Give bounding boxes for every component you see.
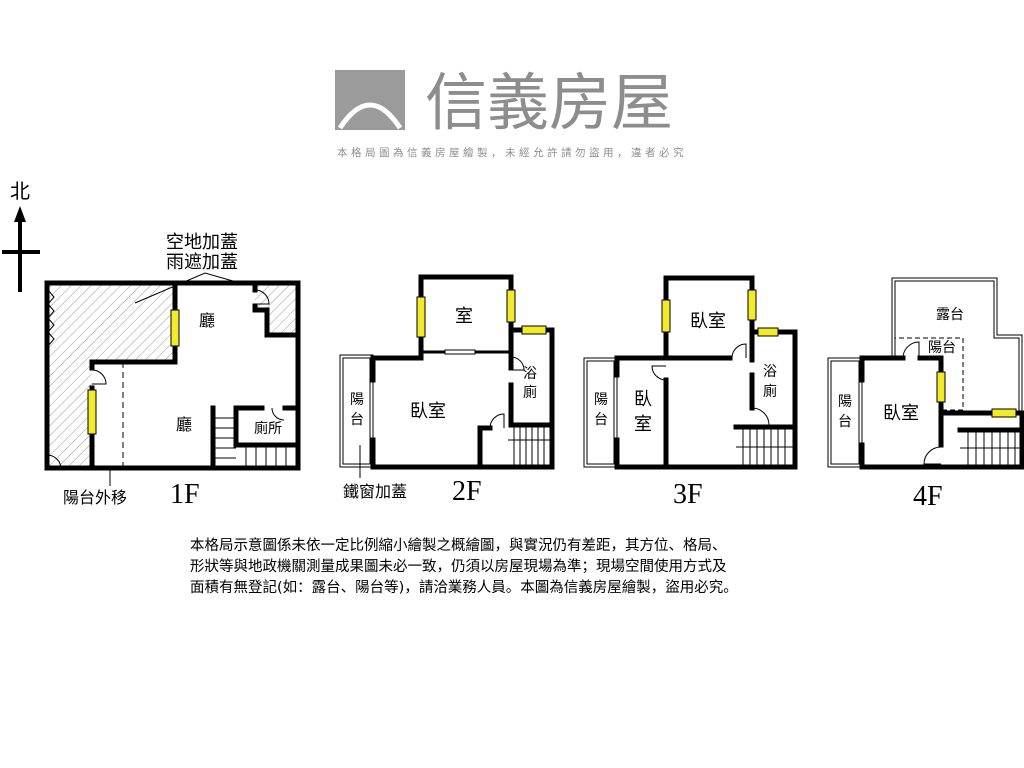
room-label: 陽 — [838, 394, 852, 410]
floor-1f: 廳 廳 廁所 空地加蓋 雨遮加蓋 陽台外移 1F — [44, 232, 301, 510]
window-icon — [416, 296, 426, 338]
folding-window-icon — [47, 289, 55, 347]
door-icon — [46, 454, 62, 469]
room-label: 臥室 — [883, 403, 919, 424]
floor-2f: 室 臥室 浴 廁 陽 台 鐵窗加蓋 2F — [339, 274, 555, 507]
north-arrow-icon: 北 — [2, 179, 40, 292]
stairs-icon — [508, 425, 552, 467]
disclaimer-line: 本格局示意圖係未依一定比例縮小繪製之概繪圖，與實況仍有差距，其方位、格局、 — [190, 538, 727, 554]
room-label: 台 — [594, 412, 608, 428]
annotation-label: 鐵窗加蓋 — [343, 482, 407, 501]
door-icon — [731, 343, 747, 359]
sliding-door-icon — [444, 349, 476, 355]
window-icon — [936, 371, 946, 403]
north-label: 北 — [10, 179, 30, 203]
room-label: 廁所 — [254, 420, 282, 437]
disclaimer-line: 形狀等與地政機關測量成果圖未必一致，仍須以房屋現場為準；現場空間使用方式及 — [190, 559, 727, 575]
stairs-icon — [210, 405, 301, 471]
floor-label: 3F — [673, 479, 703, 510]
stairs-icon — [736, 427, 795, 467]
stairs-icon — [960, 430, 1022, 467]
window-icon — [661, 299, 671, 333]
floor-label: 4F — [913, 481, 943, 512]
room-label: 陽台 — [928, 340, 956, 356]
door-icon — [902, 341, 920, 359]
floor-label: 2F — [452, 476, 482, 507]
window-icon — [991, 408, 1017, 418]
disclaimer: 本格局示意圖係未依一定比例縮小繪製之概繪圖，與實況仍有差距，其方位、格局、 形狀… — [190, 536, 738, 599]
room-label: 室 — [455, 306, 473, 327]
annotation-label: 空地加蓋 — [166, 232, 238, 253]
disclaimer-line: 面積有無登記(如：露台、陽台等)，請洽業務人員。本圖為信義房屋繪製，盜用必究。 — [190, 580, 738, 596]
annotation-label: 陽台外移 — [63, 488, 127, 507]
floor-label: 1F — [170, 479, 200, 510]
room-label: 露台 — [936, 307, 964, 323]
room-label: 台 — [838, 414, 852, 430]
window-icon — [747, 289, 757, 321]
watermark-brand: 信義房屋 — [425, 66, 673, 139]
door-icon — [489, 413, 505, 429]
window-icon — [170, 309, 180, 347]
watermark-notice: 本格局圖為信義房屋繪製，未經允許請勿盜用，違者必究 — [337, 146, 687, 159]
annotation-label: 雨遮加蓋 — [166, 252, 238, 273]
room-label: 室 — [634, 414, 652, 435]
room-label: 浴 — [763, 364, 777, 380]
room-label: 臥 — [634, 389, 652, 410]
room-label: 浴 — [523, 366, 537, 382]
watermark: 信義房屋 本格局圖為信義房屋繪製，未經允許請勿盜用，違者必究 — [335, 66, 687, 159]
window-icon — [757, 327, 779, 337]
room-label: 臥室 — [410, 401, 446, 422]
room-label: 廁 — [523, 384, 537, 401]
room-label: 陽 — [350, 392, 364, 408]
leader-line — [134, 272, 241, 304]
door-icon — [923, 446, 942, 465]
door-icon — [510, 356, 525, 371]
room-label: 廁 — [763, 383, 777, 400]
window-icon — [87, 389, 97, 435]
room-label: 台 — [350, 412, 364, 428]
window-icon — [521, 325, 547, 335]
door-icon — [751, 407, 770, 426]
window-icon — [506, 289, 516, 323]
door-icon — [254, 289, 270, 305]
room-label: 陽 — [594, 392, 608, 408]
room-label: 廳 — [176, 415, 192, 434]
room-label: 廳 — [199, 311, 215, 330]
floor-3f: 臥室 臥 室 浴 廁 陽 台 3F — [583, 275, 798, 510]
room-label: 臥室 — [690, 311, 726, 332]
door-icon — [271, 407, 285, 421]
door-icon — [91, 369, 107, 385]
floor-4f: 露台 陽台 臥室 陽 台 4F — [827, 277, 1024, 512]
door-icon — [651, 365, 667, 381]
